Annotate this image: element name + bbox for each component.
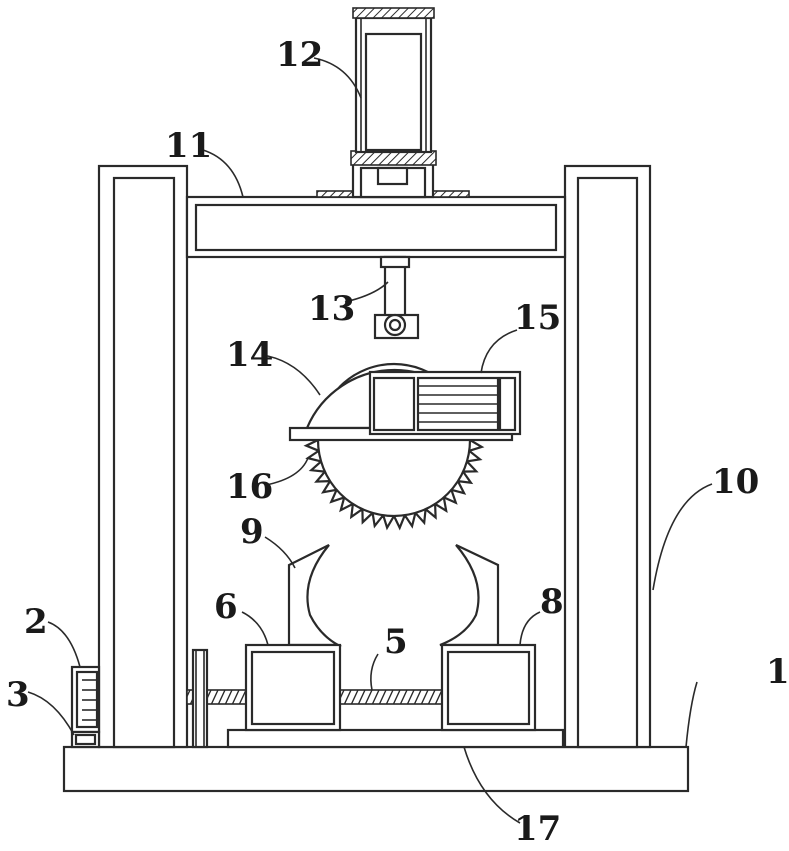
label-5: 5 (384, 622, 408, 662)
base-plate (64, 747, 688, 791)
left-slider-block (246, 645, 340, 730)
label-13: 13 (308, 289, 355, 329)
right-slider-block (442, 645, 535, 730)
piston-rod (375, 257, 418, 338)
guide-rail (228, 730, 563, 747)
right-clamp-jaw (440, 545, 498, 645)
left-clamp-jaw (289, 545, 338, 645)
label-2: 2 (24, 602, 48, 642)
crossbeam (187, 197, 565, 257)
motor-mount (72, 732, 99, 747)
label-6: 6 (214, 587, 238, 627)
label-8: 8 (540, 582, 564, 622)
label-1: 1 (766, 652, 789, 692)
left-column (99, 166, 187, 747)
label-10: 10 (712, 462, 759, 502)
drive-motor (72, 667, 99, 732)
bearing-support (193, 650, 207, 747)
label-16: 16 (226, 467, 273, 507)
label-11: 11 (165, 126, 212, 166)
label-14: 14 (226, 335, 273, 375)
label-3: 3 (6, 675, 30, 715)
label-12: 12 (276, 35, 323, 75)
label-15: 15 (514, 298, 561, 338)
motor (370, 372, 520, 434)
label-9: 9 (240, 512, 264, 552)
right-column (565, 166, 650, 747)
label-17: 17 (514, 809, 561, 849)
hydraulic-cylinder (317, 8, 469, 197)
